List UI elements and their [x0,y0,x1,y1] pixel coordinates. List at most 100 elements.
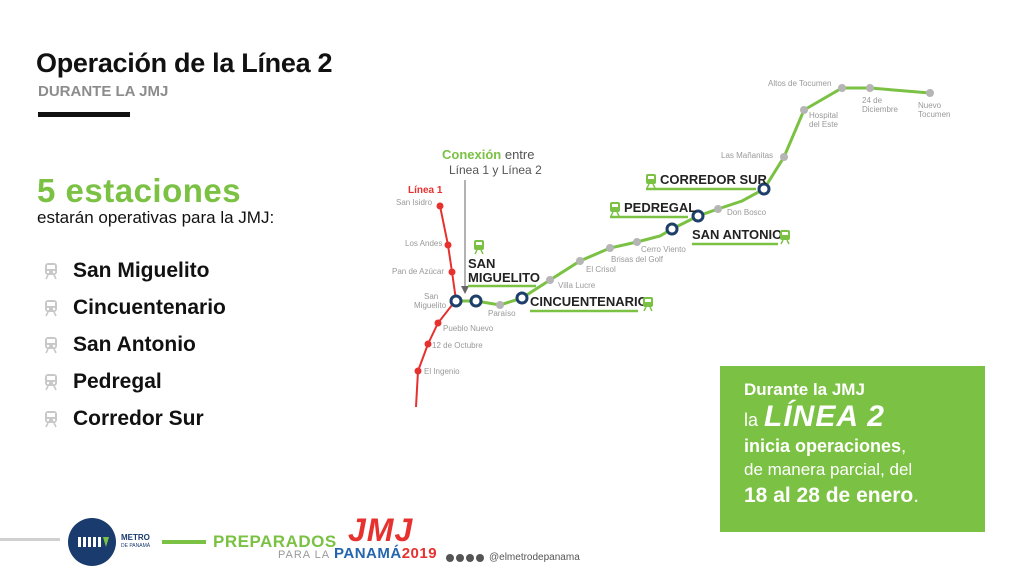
train-icon [45,336,57,353]
twitter-icon[interactable] [446,553,454,562]
linea2-station-dot [926,89,934,97]
active-station-label: SAN [468,256,495,271]
linea1-station-dot [436,202,444,210]
linea1-station-dot [424,340,432,348]
list-item: Pedregal [42,363,226,400]
callout-line-4: de manera parcial, del [744,460,913,479]
linea2-station-dot [546,276,554,284]
active-station-label: SAN ANTONIO [692,227,782,242]
social-links: @elmetrodepanama [446,552,580,563]
linea2-station-dot [576,257,584,265]
map-stop-label: Miguelito [414,301,447,310]
facebook-icon[interactable] [466,553,474,562]
linea2-station-dot [838,84,846,92]
map-stop-label: Cerro Viento [641,245,686,254]
linea2-station-dot [866,84,874,92]
metro-logo-icon [78,537,109,547]
map-stop-label: San [424,292,438,301]
map-stop-label: Don Bosco [727,208,767,217]
map-stop-label: El Ingenio [424,367,460,376]
station-name: Cincuentenario [73,295,226,319]
active-station-label: PEDREGAL [624,200,696,215]
linea1-route [415,205,458,408]
linea2-station-dot [714,205,722,213]
linea2-station-dot [496,301,504,309]
active-station-label: MIGUELITO [468,270,540,285]
list-item: San Miguelito [42,252,226,289]
active-station-dot [757,182,771,196]
instagram-icon[interactable] [456,553,464,562]
map-stop-label: Diciembre [862,105,899,114]
train-icon [780,230,790,245]
active-station-label: CORREDOR SUR [660,172,768,187]
jmj-logo-text: JMJ [348,512,414,548]
map-stop-label: Las Mañanitas [721,151,773,160]
map-stop-label: Tocumen [918,110,950,119]
connection-label: Conexión entre [442,147,534,162]
active-station-label: CINCUENTENARIO [530,294,648,309]
para-la-text: PARA LA [278,549,331,561]
map-stop-label: San Isidro [396,198,433,207]
map-stop-label: 24 de [862,96,883,105]
connection-arrowhead [461,286,469,294]
train-icon [643,297,653,312]
station-name: Pedregal [73,369,162,393]
train-icon [45,299,57,316]
youtube-icon[interactable] [476,553,484,562]
list-item: Corredor Sur [42,400,226,437]
map-stop-label: 12 de Octubre [432,341,483,350]
station-list: San Miguelito Cincuentenario San Antonio… [42,252,226,437]
callout-line-3: inicia operaciones, [744,436,907,456]
train-icon [474,240,484,255]
list-item: Cincuentenario [42,289,226,326]
footer-accent-bar [162,540,206,544]
active-station-dot [449,294,463,308]
map-stop-label: Paraíso [488,309,516,318]
station-name: San Antonio [73,332,196,356]
map-stop-label: Pan de Azúcar [392,267,444,276]
station-name: Corredor Sur [73,406,204,430]
active-station-dot [691,209,705,223]
linea1-station-dot [444,241,452,249]
station-name: San Miguelito [73,258,210,282]
train-icon [45,410,57,427]
train-icon [610,202,620,217]
connection-label-line2: Línea 1 y Línea 2 [449,163,542,177]
linea2-station-dot [606,244,614,252]
map-stop-label: Los Andes [405,239,442,248]
list-item: San Antonio [42,326,226,363]
active-station-dot [469,294,483,308]
map-stop-label: Altos de Tocumen [768,79,831,88]
train-icon [45,262,57,279]
social-handle[interactable]: @elmetrodepanama [489,552,580,563]
linea1-station-dot [448,268,456,276]
train-icon [45,373,57,390]
page-subtitle: DURANTE LA JMJ [38,83,169,100]
footer-divider [0,538,60,541]
title-underline [38,112,130,117]
map-stop-label: Pueblo Nuevo [443,324,494,333]
train-icon [646,174,656,189]
linea1-station-dot [414,367,422,375]
station-count: 5 estaciones [37,172,242,209]
panama-logo-text: PANAMÁ2019 [334,545,438,562]
active-station-dot [665,222,679,236]
map-stop-label: Hospital [809,111,838,120]
linea2-station-dot [800,106,808,114]
linea2-station-dot [780,153,788,161]
preparados-text: PREPARADOS [213,532,337,551]
page-title: Operación de la Línea 2 [36,48,333,78]
map-stop-label: El Crisol [586,265,616,274]
linea2-station-dot [633,238,641,246]
active-station-dot [515,291,529,305]
station-count-description: estarán operativas para la JMJ: [37,208,275,227]
map-stop-label: Villa Lucre [558,281,596,290]
map-stop-label: Brisas del Golf [611,255,664,264]
callout-line-1: Durante la JMJ [744,380,865,399]
map-stop-label: Nuevo [918,101,942,110]
callout-line-5: 18 al 28 de enero. [744,484,920,507]
